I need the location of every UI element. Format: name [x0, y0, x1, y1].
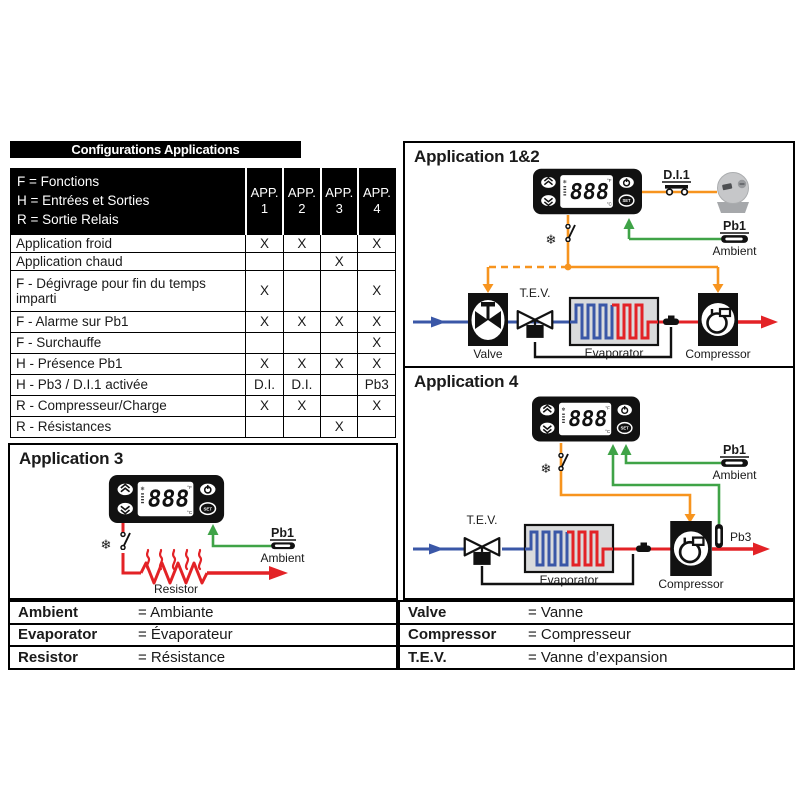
outlet-arrow: [753, 542, 770, 556]
capillary-line: [480, 554, 635, 586]
pb1-wire: [211, 534, 271, 548]
orange-arrow-to-valve: [482, 284, 494, 293]
header-legend-line: R = Sortie Relais: [17, 211, 119, 227]
legend-right-table: Valve= Vanne Compressor= Compresseur T.E…: [398, 600, 795, 670]
evaporator: [568, 296, 660, 347]
green-arrow-to-controller: [623, 218, 635, 229]
application-1-2-title: Application 1&2: [414, 147, 540, 166]
header-legend-line: F = Fonctions: [17, 174, 100, 189]
orange-arrow-to-compressor: [684, 514, 696, 523]
header-app4: APP.4: [356, 168, 396, 235]
evaporator-coil-blue: [570, 303, 614, 340]
di1-contact: [662, 181, 691, 196]
evaporator-label: Evaporator: [540, 573, 599, 587]
pb1-label: Pb1: [271, 526, 294, 540]
evaporator-coil-blue: [525, 530, 569, 567]
compressor-label: Compressor: [658, 577, 723, 591]
green-arrow-to-controller: [207, 524, 219, 535]
di1-label: D.I.1: [663, 168, 689, 182]
pb3-label: Pb3: [730, 530, 752, 544]
green-arrow-2: [620, 444, 632, 455]
defrost-sensor-icon: [717, 172, 749, 213]
resistor-zigzag: [139, 561, 209, 585]
green-arrow-1: [607, 444, 619, 455]
snowflake-icon: ❄: [101, 537, 112, 552]
pb1-label: Pb1: [723, 443, 746, 457]
legend-row: Compressor= Compresseur: [398, 622, 795, 647]
pb3-probe-icon: [715, 524, 723, 548]
pb1-label: Pb1: [723, 219, 746, 233]
legend-row: Ambient= Ambiante: [8, 600, 398, 625]
compressor-label: Compressor: [685, 347, 750, 361]
capillary-line: [533, 327, 673, 359]
application-3-diagram: ❄ Pb1 Ambient Resistor: [101, 475, 305, 596]
ambient-label: Ambient: [712, 244, 757, 258]
evaporator-label: Evaporator: [585, 346, 644, 360]
header-legend-cell: F = Fonctions H = Entrées et Sorties R =…: [9, 168, 247, 235]
tev-label: T.E.V.: [520, 286, 551, 300]
application-1-2-diagram: ❄ D.I.1 Pb1: [413, 168, 778, 361]
pb1-wire: [624, 454, 721, 465]
legend-row: Resistor= Résistance: [8, 645, 398, 670]
ambient-label: Ambient: [712, 468, 757, 482]
header-app1: APP.1: [244, 168, 284, 235]
header-legend-line: H = Entrées et Sorties: [17, 192, 150, 208]
evaporator-coil-red: [567, 530, 613, 567]
evaporator-coil-red: [612, 303, 658, 340]
outlet-arrow: [269, 566, 288, 580]
configurations-table: F = Fonctions H = Entrées et Sorties R =…: [9, 168, 396, 438]
application-3-title: Application 3: [19, 449, 124, 468]
header-app2: APP.2: [282, 168, 322, 235]
tev-label: T.E.V.: [467, 513, 498, 527]
legend-row: Valve= Vanne: [398, 600, 795, 625]
legend-row: Evaporator= Évaporateur: [8, 622, 398, 647]
sensor-bulb: [663, 318, 679, 325]
evaporator: [523, 523, 615, 574]
application-4-title: Application 4: [414, 372, 519, 391]
application-4-diagram: ❄ Pb1 Ambient Pb3 T.E.V. Evaporator Comp…: [413, 395, 770, 591]
orange-arrow-to-compressor: [712, 284, 724, 293]
header-app3: APP.3: [319, 168, 359, 235]
table-title: Configurations Applications: [10, 141, 301, 158]
ambient-label: Ambient: [260, 551, 305, 565]
application-1-2-panel: Application 1&2: [403, 141, 795, 368]
application-4-panel: Application 4: [403, 366, 795, 600]
wire-junction: [564, 263, 572, 271]
legend-left-table: Ambient= Ambiante Evaporator= Évaporateu…: [8, 600, 398, 670]
table-header-row: F = Fonctions H = Entrées et Sorties R =…: [9, 168, 396, 235]
outlet-arrow: [761, 315, 778, 329]
snowflake-icon: ❄: [546, 232, 557, 247]
application-3-panel: Application 3 ❄: [8, 443, 398, 600]
pb3-wire: [611, 454, 721, 524]
resistor-label: Resistor: [154, 582, 198, 596]
inlet-arrow: [431, 316, 446, 328]
legend-row: T.E.V.= Vanne d’expansion: [398, 645, 795, 670]
snowflake-icon: ❄: [541, 461, 552, 476]
valve-label: Valve: [473, 347, 502, 361]
inlet-arrow: [429, 543, 444, 555]
sensor-bulb: [636, 545, 651, 552]
